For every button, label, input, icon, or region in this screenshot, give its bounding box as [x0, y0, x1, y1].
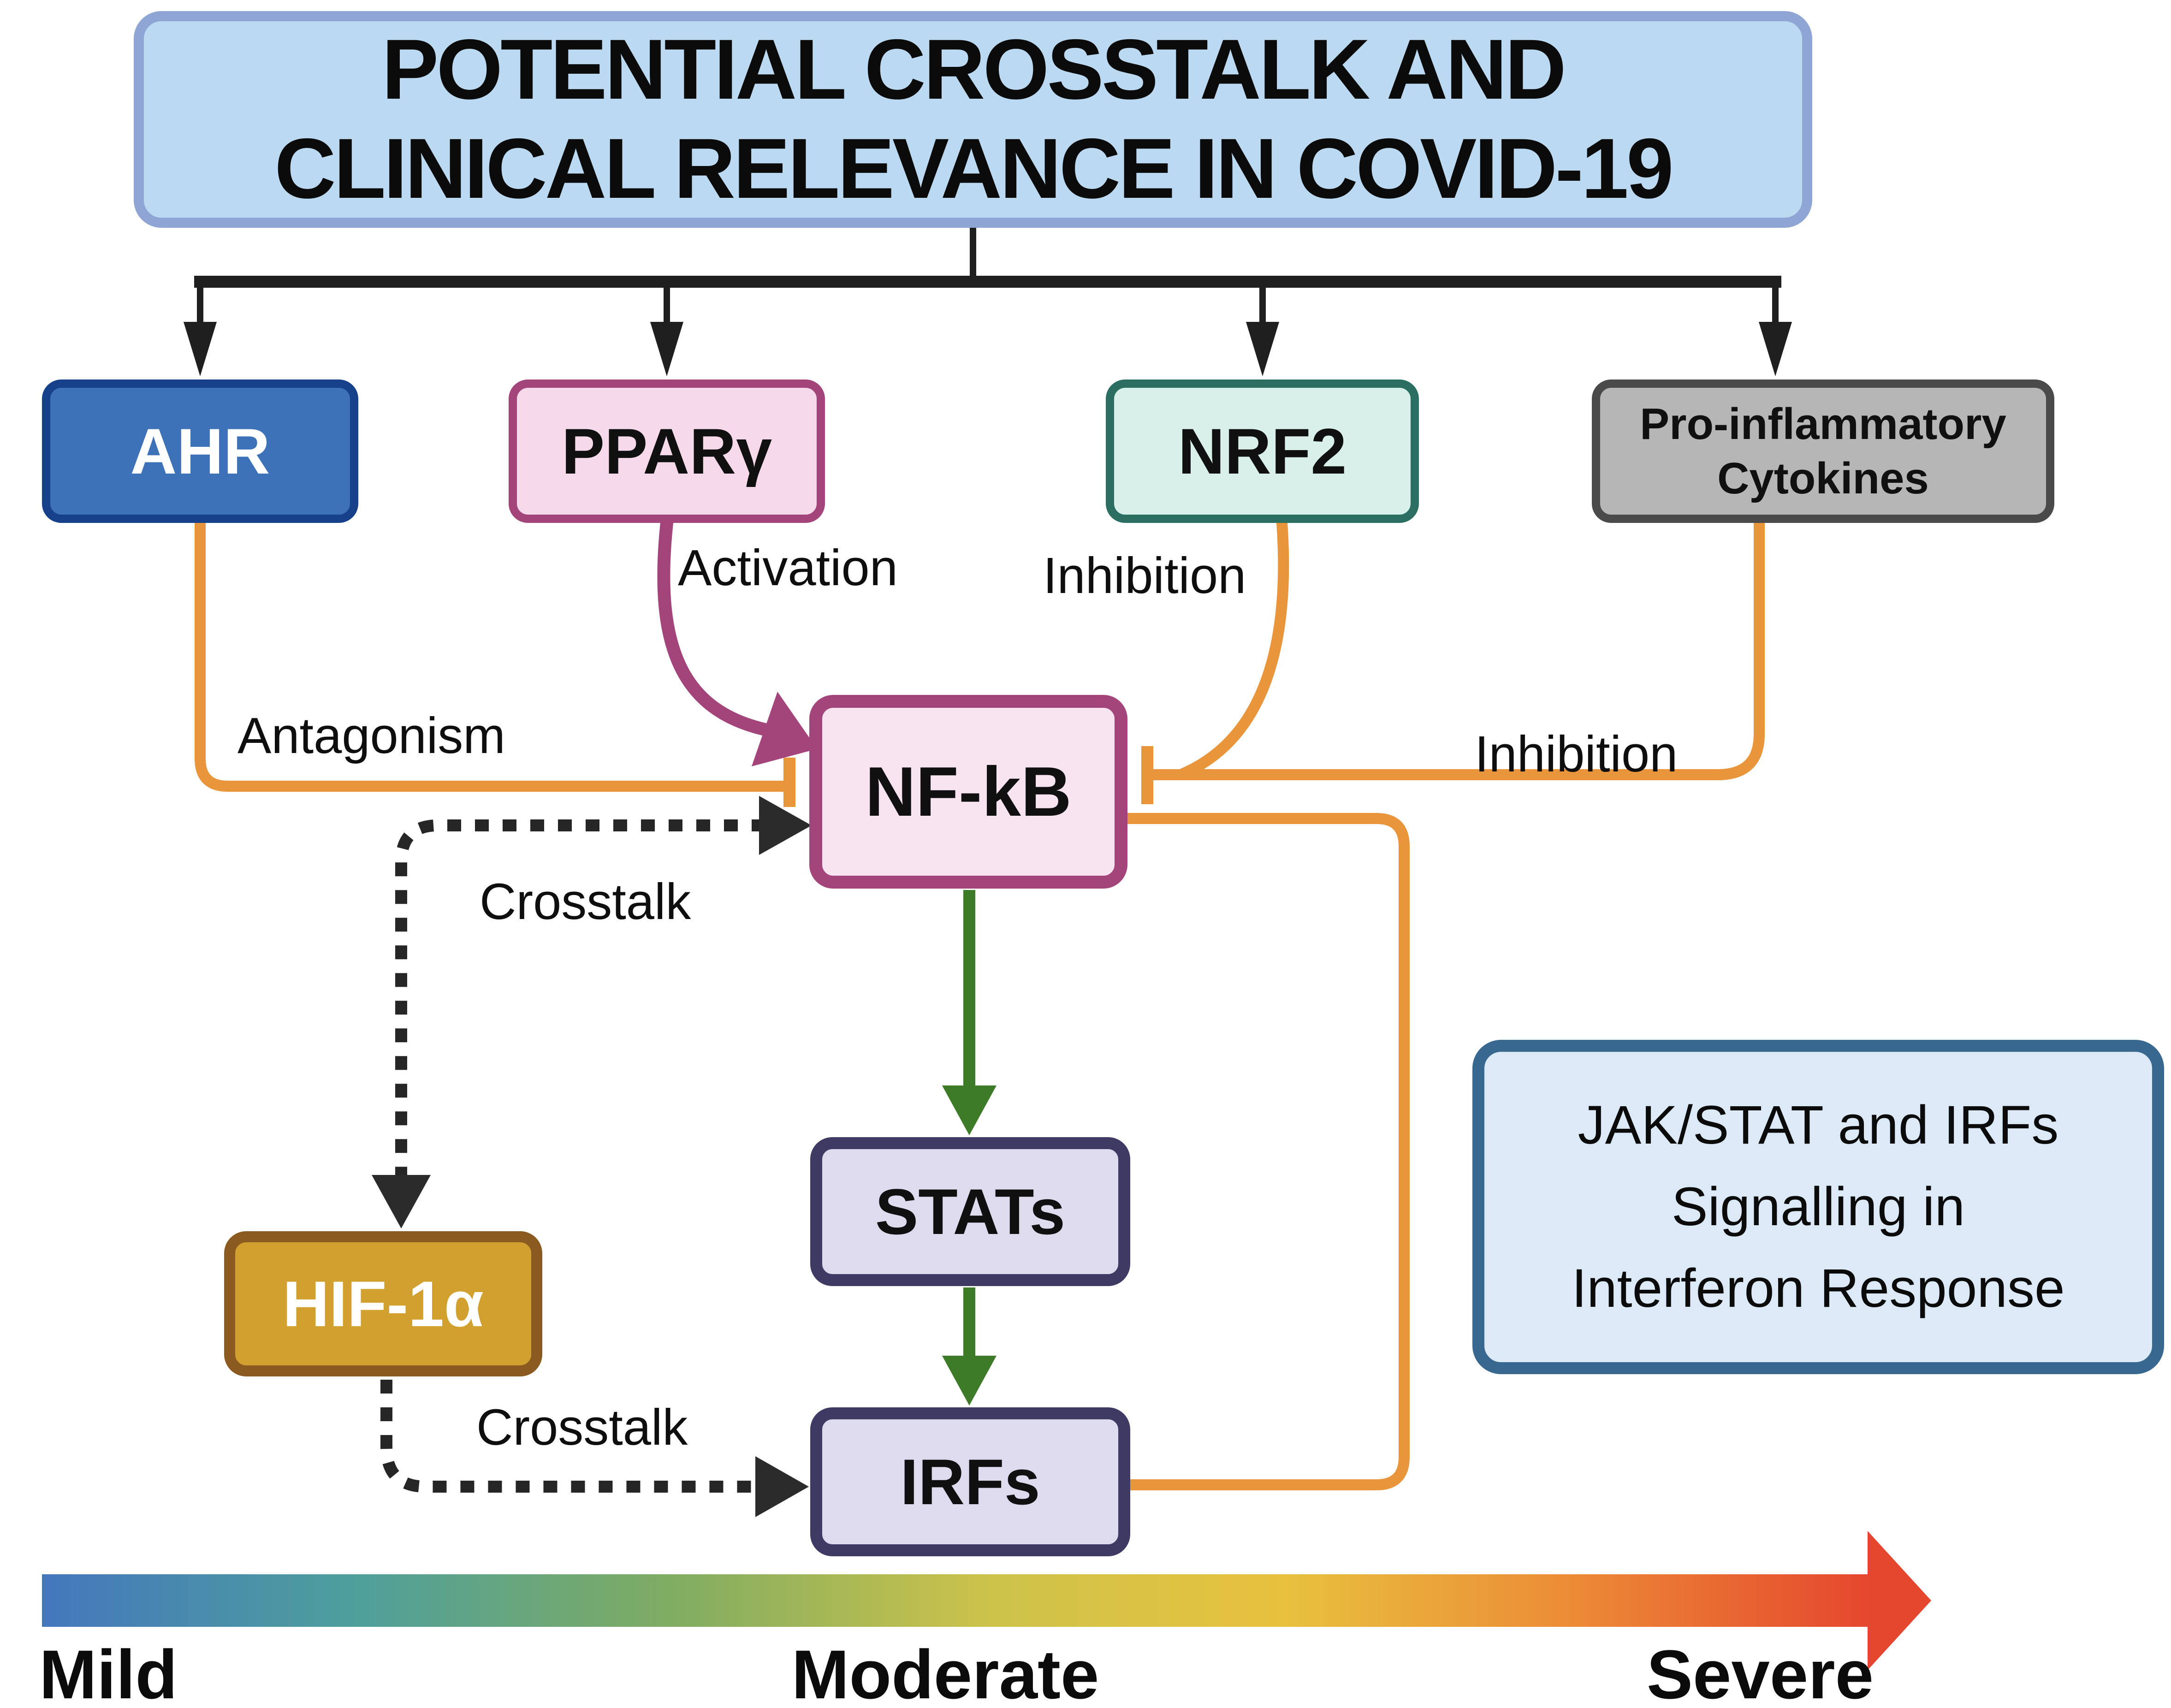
severity-gradient-arrowhead-icon: [1868, 1531, 1931, 1670]
node-pparg-label: PPARγ: [561, 415, 772, 487]
node-nrf2: NRF2: [1106, 380, 1419, 523]
crosstalk-head-into-nfkb-icon: [759, 796, 812, 855]
stats-to-irfs-head-icon: [942, 1356, 997, 1406]
activation-edge-label: Activation: [678, 540, 898, 596]
node-stats-label: STATs: [875, 1175, 1066, 1248]
node-cytokines-label-line-1: Pro-inflammatory: [1640, 399, 2006, 449]
arrow-to-pparg-head-icon: [650, 322, 683, 376]
arrow-to-ahr-head-icon: [184, 322, 217, 376]
title-line-1: POTENTIAL CROSSTALK AND: [381, 22, 1566, 118]
antagonism-line: [195, 517, 789, 792]
activation-arrow-line: [657, 516, 771, 736]
nrf2-inhibition-curve: [1177, 517, 1289, 779]
crosstalk-head-into-hif1a-icon: [372, 1175, 431, 1228]
note-line-3: Interferon Response: [1572, 1258, 2065, 1319]
severity-gradient-bar: [42, 1574, 1869, 1627]
node-hif1a-label: HIF-1α: [282, 1267, 484, 1340]
severity-label-severe: Severe: [1646, 1636, 1874, 1708]
cytokines-inhibition-edge-label: Inhibition: [1475, 726, 1678, 783]
arrow-to-cytokines-head-icon: [1759, 322, 1792, 376]
arrow-to-nrf2-head-icon: [1246, 322, 1279, 376]
nfkb-to-stats-head-icon: [942, 1085, 997, 1135]
node-nrf2-label: NRF2: [1178, 415, 1347, 487]
node-nfkb-label: NF-kB: [865, 752, 1072, 831]
node-nfkb: NF-kB: [809, 695, 1127, 889]
nfkb-to-irfs-loop-line: [1122, 813, 1410, 1490]
node-hif1a: HIF-1α: [224, 1231, 542, 1376]
cytokines-inhibition-line: [1147, 517, 1765, 780]
activation-arrow-head-icon: [752, 692, 817, 766]
node-stats: STATs: [810, 1137, 1130, 1286]
note-line-2: Signalling in: [1671, 1176, 1965, 1237]
node-cytokines: Pro-inflammatory Cytokines: [1592, 380, 2054, 523]
node-irfs: IRFs: [810, 1407, 1130, 1556]
nrf2-inhibition-edge-label: Inhibition: [1043, 547, 1246, 604]
title-line-2: CLINICAL RELEVANCE IN COVID-19: [274, 121, 1674, 216]
node-ahr-label: AHR: [130, 415, 270, 487]
crosstalk-bottom-edge-label: Crosstalk: [476, 1399, 688, 1456]
crosstalk-head-into-irfs-icon: [755, 1456, 809, 1517]
title-box: POTENTIAL CROSSTALK AND CLINICAL RELEVAN…: [134, 11, 1812, 228]
node-ahr: AHR: [42, 380, 358, 523]
node-pparg: PPARγ: [509, 380, 825, 523]
note-line-1: JAK/STAT and IRFs: [1578, 1095, 2059, 1156]
note-box: JAK/STAT and IRFs Signalling in Interfer…: [1472, 1040, 2164, 1374]
severity-label-moderate: Moderate: [791, 1636, 1099, 1708]
crosstalk-top-edge-label: Crosstalk: [480, 873, 691, 930]
antagonism-edge-label: Antagonism: [237, 707, 505, 764]
severity-label-mild: Mild: [39, 1636, 178, 1708]
node-irfs-label: IRFs: [900, 1445, 1040, 1518]
node-cytokines-label-line-2: Cytokines: [1717, 453, 1929, 503]
